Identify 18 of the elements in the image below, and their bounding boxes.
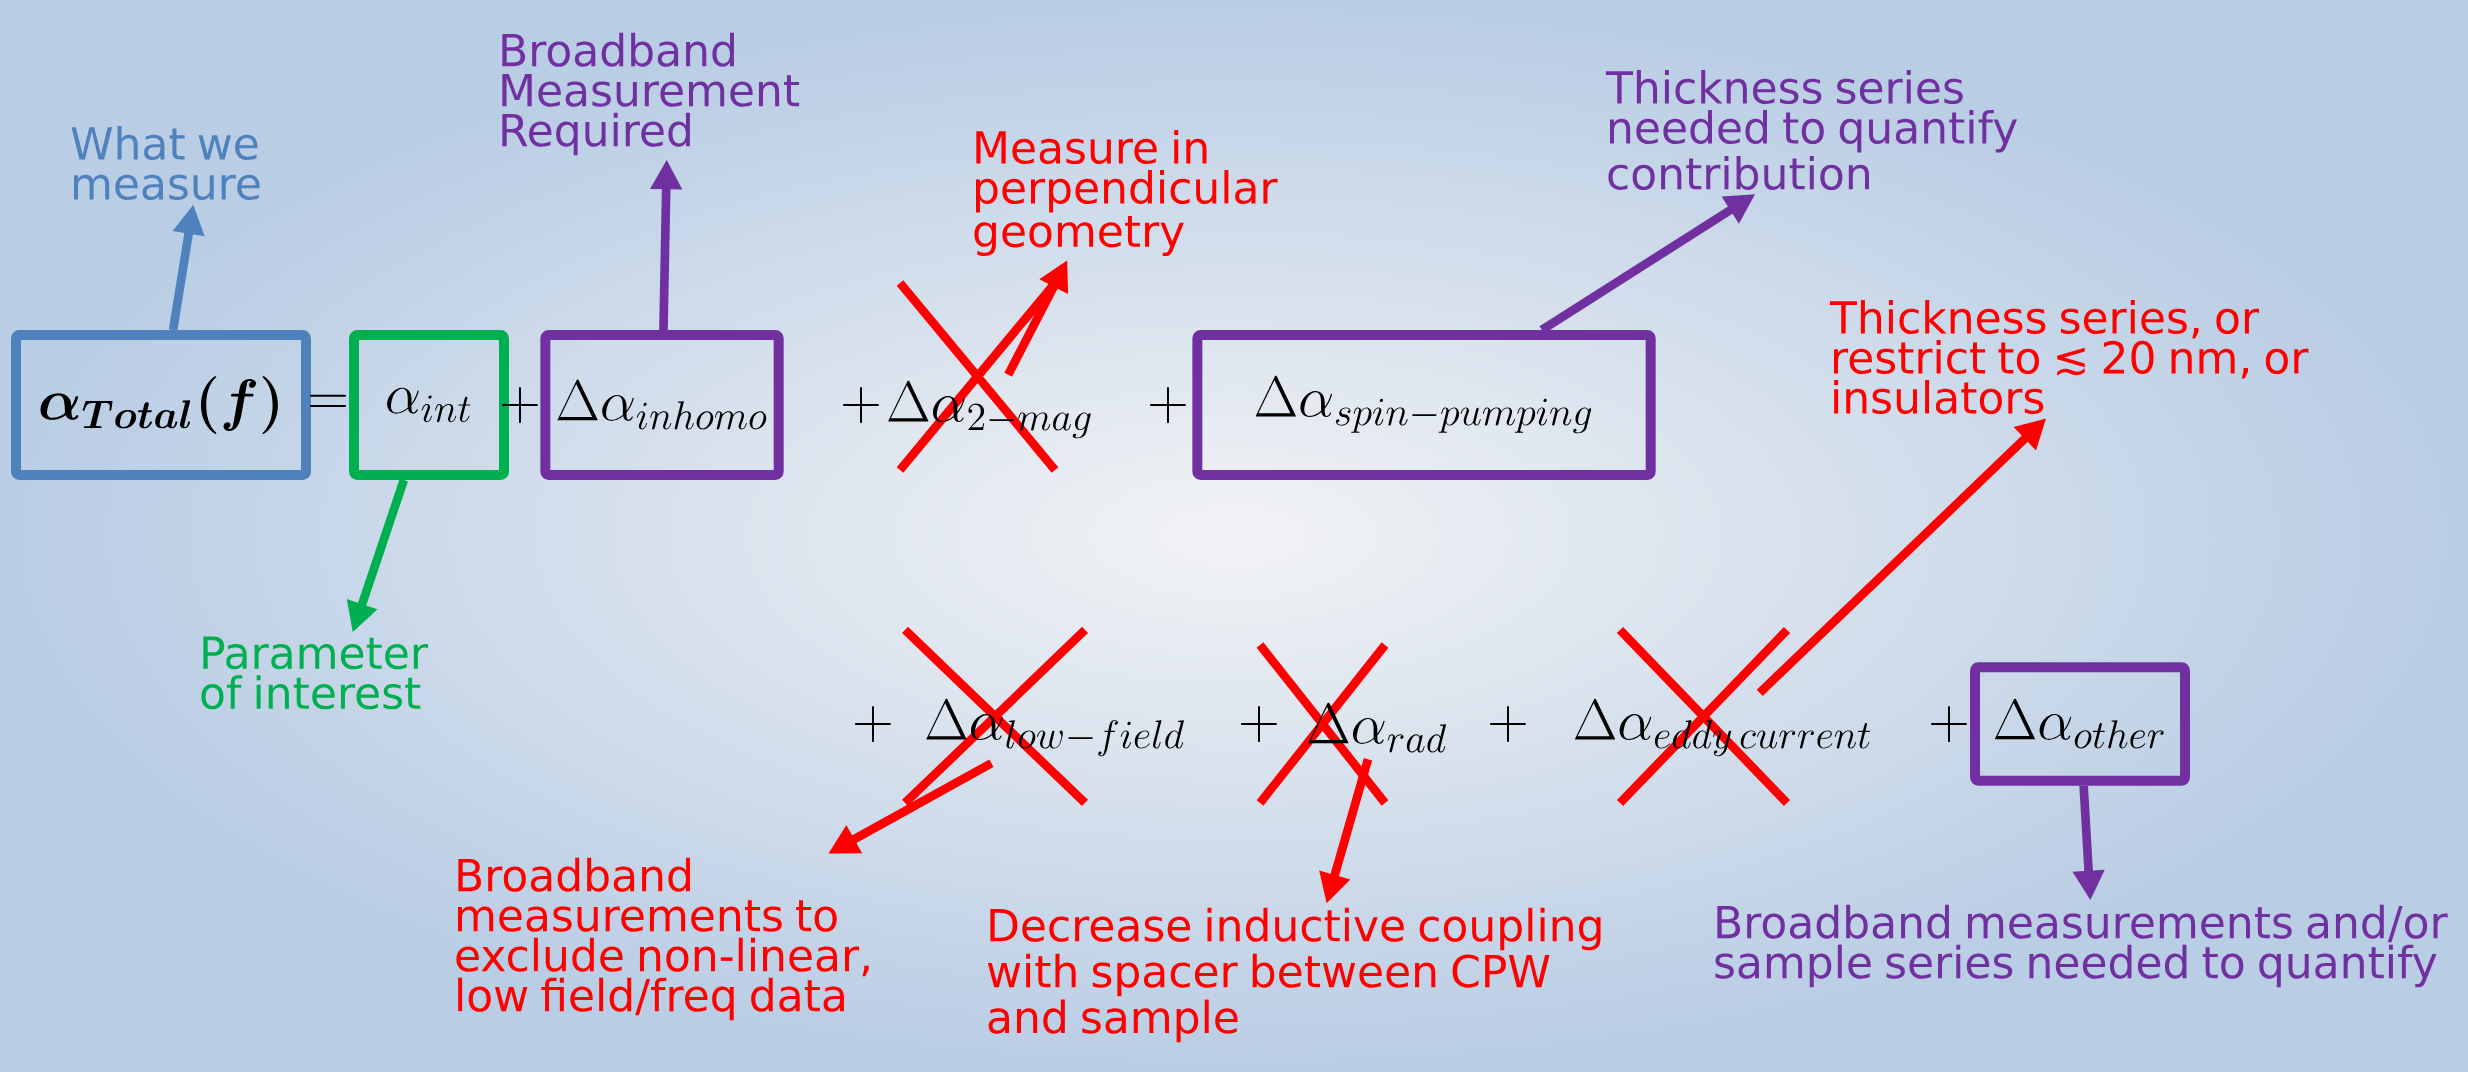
formula-box: $\bm{\alpha_{Total}(f)}$ (11, 330, 311, 480)
operator-sign: $+$ (854, 706, 892, 743)
callout-text: Broadband Measurement Required (502, 32, 800, 156)
operator-sign: $+$ (1240, 706, 1278, 743)
callout-text: Thickness series, or restrict to ≲ 20 nm, or insulators (1829, 299, 2309, 414)
operator-sign: $=$ (309, 394, 347, 407)
callout-text: Parameter of interest (201, 636, 428, 710)
formula-box: $\Delta\alpha_{other}$ (1970, 662, 2190, 786)
operator-sign: $+$ (1489, 706, 1527, 743)
callout-text: Broadband measurements and/or sample series needed to quantify (1715, 904, 2448, 988)
callout-text: Thickness series needed to quantify contribution (1605, 70, 2017, 190)
formula-box: $\Delta\alpha_{spin-pumping}$ (1192, 330, 1656, 480)
callout-text: Measure in perpendicular geometry (974, 130, 1278, 256)
callout-text: Broadband measurements to exclude non-linear, low field/freq data (456, 857, 869, 1021)
callout-text: Decrease inductive coupling with spacer between CPW and sample (987, 907, 1601, 1043)
operator-sign: $+$ (842, 387, 880, 424)
formula-box: $\Delta\alpha_{inhomo}$ (540, 330, 784, 480)
callout-text: What we measure (71, 125, 260, 200)
